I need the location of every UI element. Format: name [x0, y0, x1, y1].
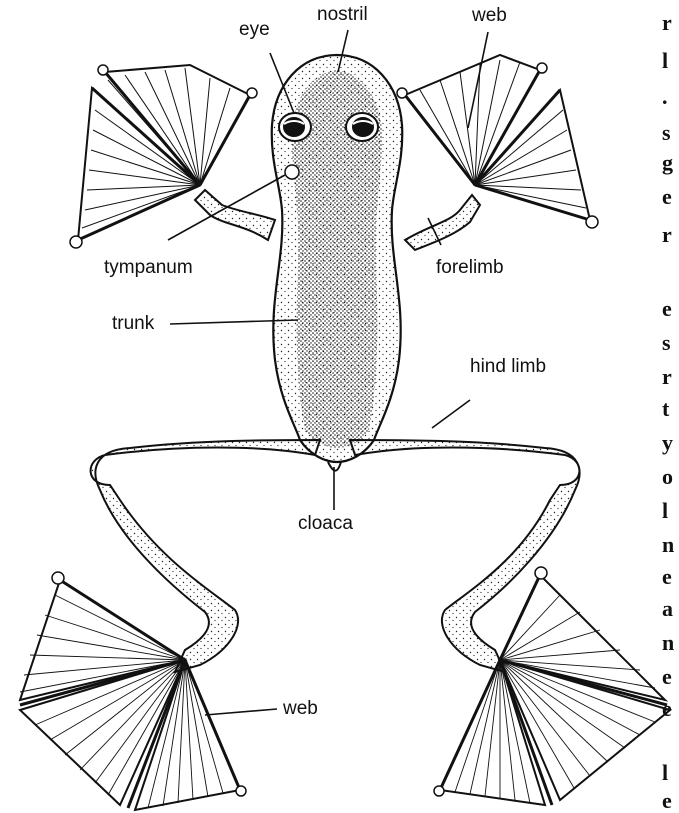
margin-fragment: r [662, 366, 672, 388]
margin-fragment: s [662, 122, 671, 144]
label-hind-limb: hind limb [470, 357, 546, 376]
label-web-bottom: web [283, 699, 318, 718]
margin-fragment: a [662, 598, 673, 620]
margin-fragment: . [662, 86, 668, 108]
label-tympanum: tympanum [104, 258, 193, 277]
margin-fragment: r [662, 224, 672, 246]
margin-fragment: e [662, 666, 672, 688]
margin-fragment: l [662, 762, 668, 784]
label-forelimb: forelimb [436, 258, 504, 277]
margin-fragment: e [662, 566, 672, 588]
margin-fragment: l [662, 500, 668, 522]
margin-fragment: g [662, 152, 673, 174]
label-trunk: trunk [112, 314, 154, 333]
label-eye: eye [239, 20, 270, 39]
margin-fragment: n [662, 534, 674, 556]
web-upper-right [397, 55, 598, 228]
tympanum-shape [285, 165, 299, 179]
label-cloaca: cloaca [298, 514, 353, 533]
margin-fragment: e [662, 790, 672, 812]
label-web-top: web [472, 6, 507, 25]
margin-fragment: n [662, 632, 674, 654]
margin-fragment: s [662, 332, 671, 354]
margin-fragment: e [662, 186, 672, 208]
label-nostril: nostril [317, 5, 368, 24]
margin-fragment: r [662, 12, 672, 34]
margin-fragment: l [662, 50, 668, 72]
margin-fragment: t [662, 398, 669, 420]
margin-fragment: e [662, 698, 672, 720]
margin-fragment: y [662, 432, 673, 454]
margin-fragment: o [662, 466, 673, 488]
margin-fragment: e [662, 298, 672, 320]
